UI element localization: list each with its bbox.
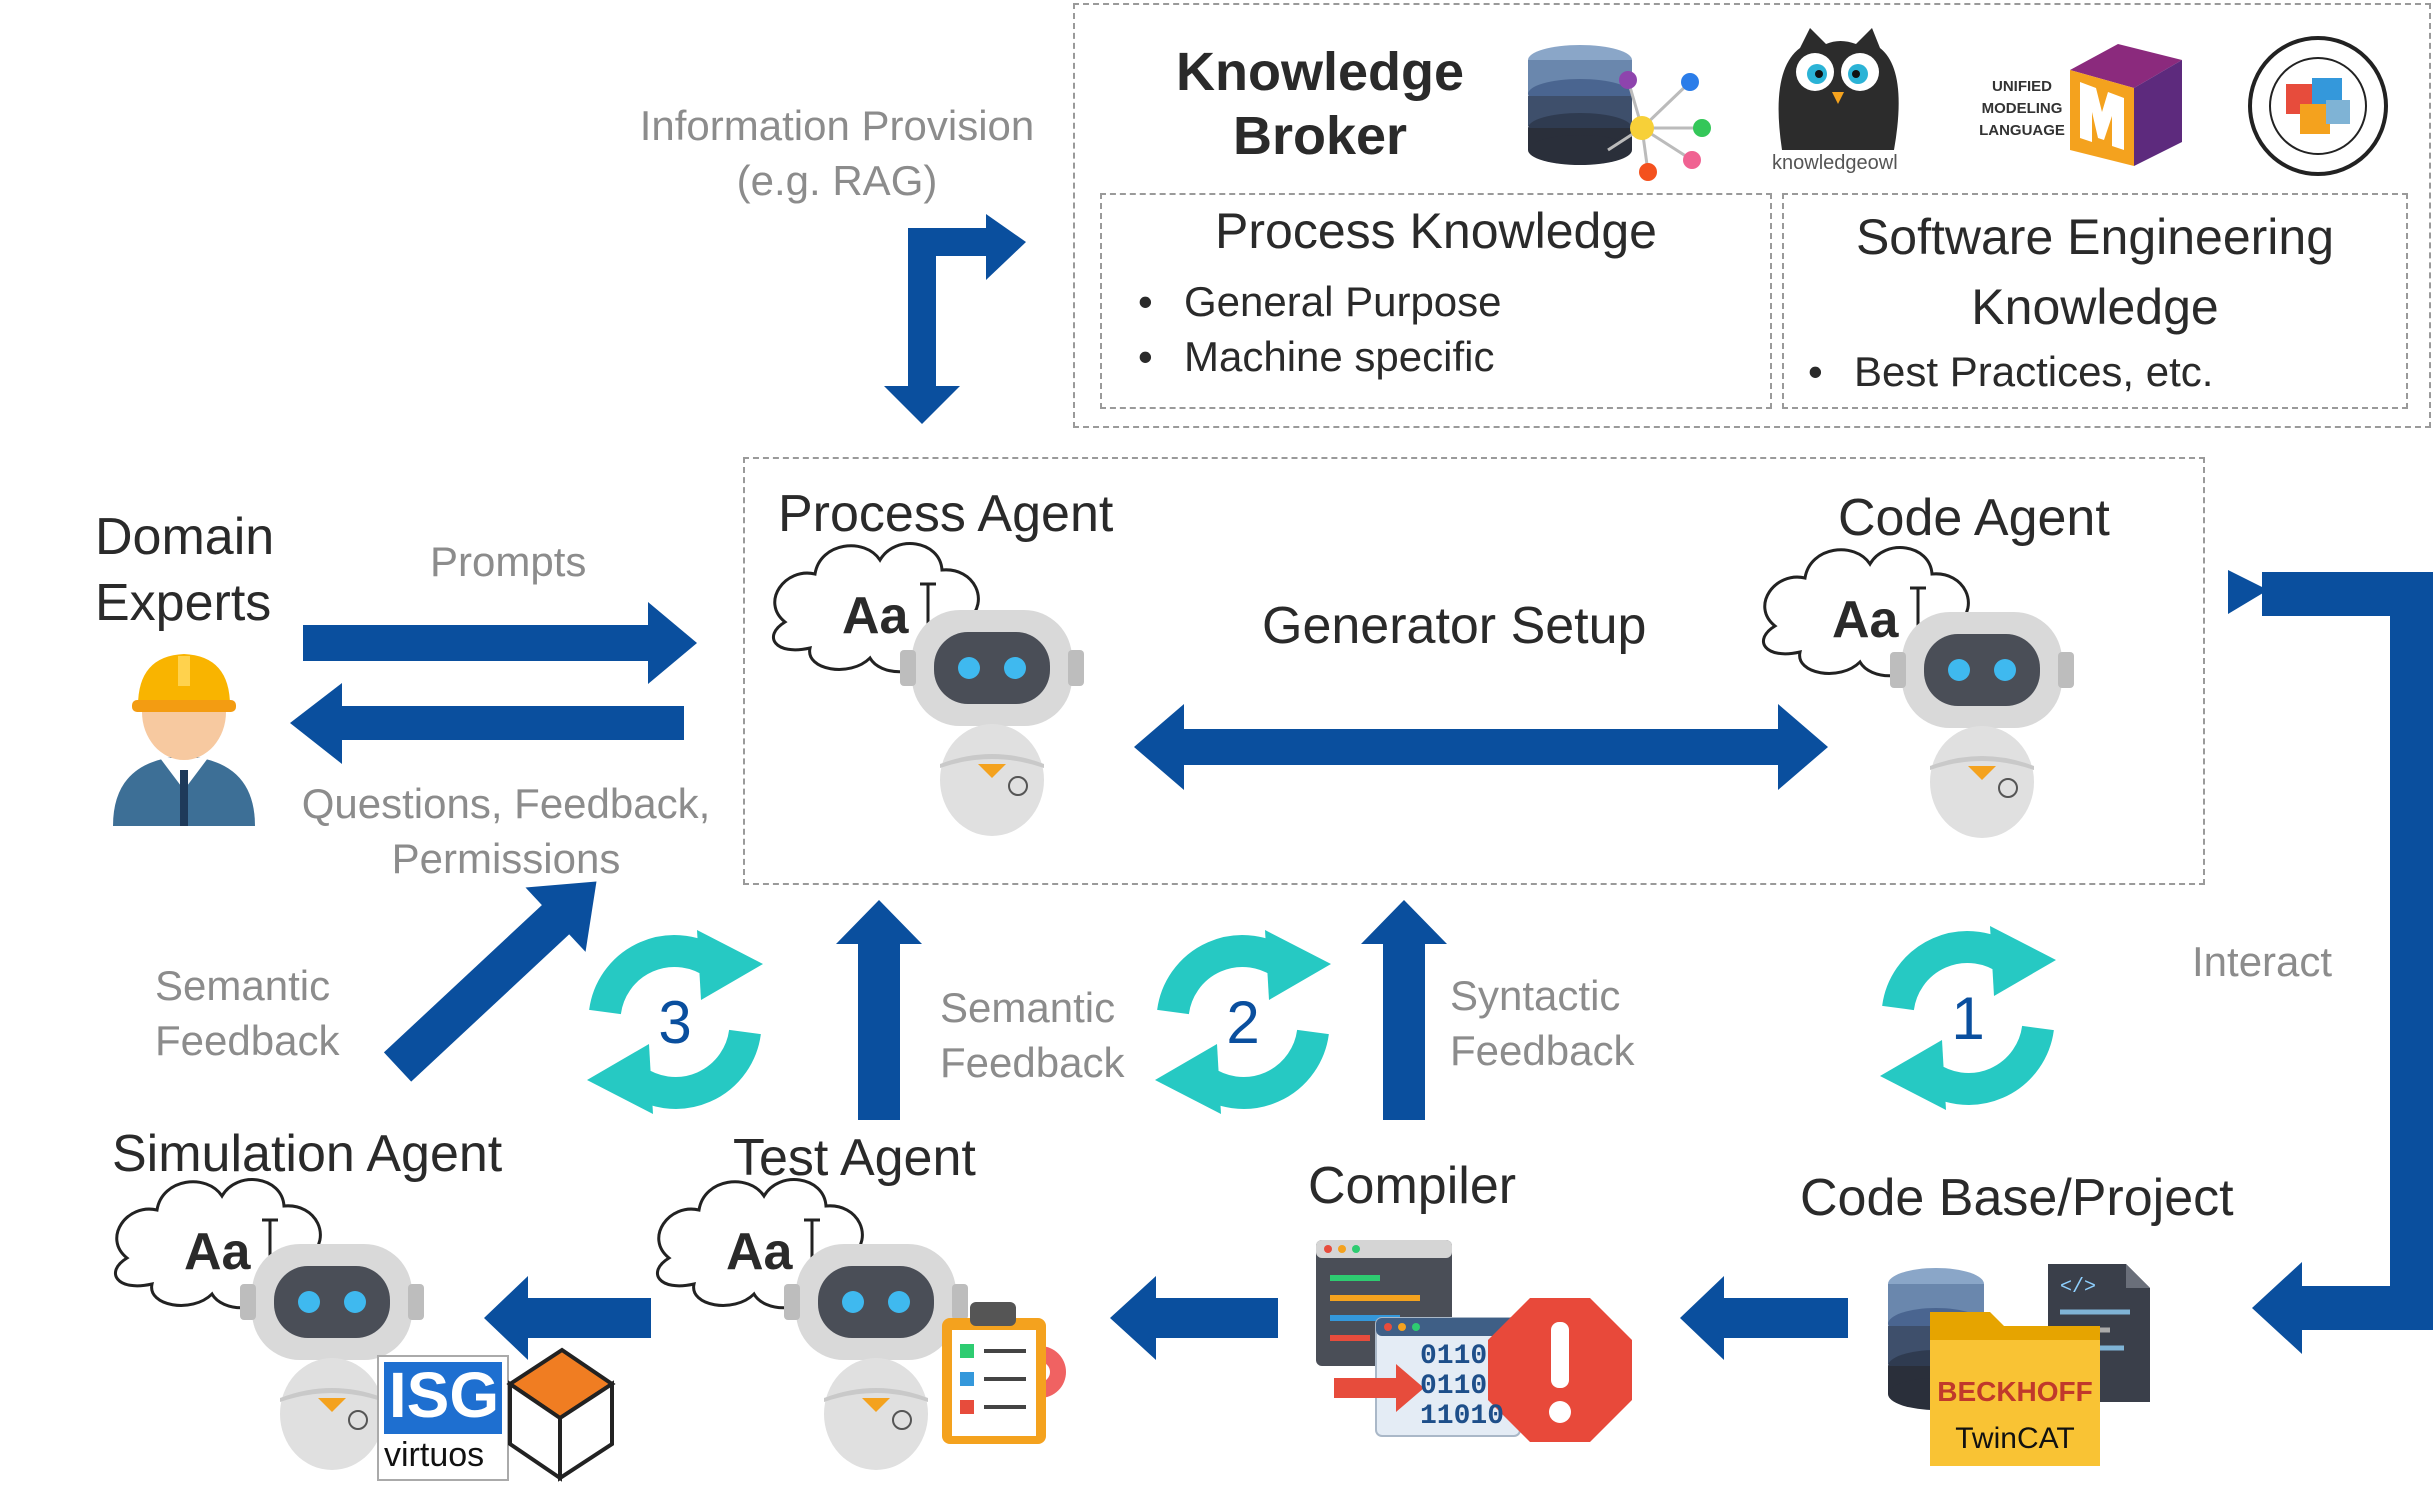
loop-number-3: 3 xyxy=(658,989,692,1056)
prompts-label: Prompts xyxy=(430,538,587,585)
error-stop-icon xyxy=(1488,1298,1632,1442)
process-agent-label: Process Agent xyxy=(778,485,1114,543)
knowledge-broker-title-line2: Broker xyxy=(1232,106,1408,166)
cycle-icon-1 xyxy=(1880,926,2056,1110)
generator-double-arrow xyxy=(1134,704,1828,790)
knowledgeowl-icon xyxy=(1778,28,1899,150)
uml-logo-icon xyxy=(2070,44,2182,166)
test-up-arrow xyxy=(836,900,922,1120)
info-provision-label: Information Provision (e.g. RAG) xyxy=(612,98,1062,208)
syntactic-line2: Feedback xyxy=(1450,1027,1635,1074)
test-agent-robot-icon xyxy=(655,1178,969,1471)
process-agent-thought-text: Aa xyxy=(842,587,909,645)
knowledge-broker-title-line1: Knowledge xyxy=(1175,42,1464,102)
questions-line1: Questions, Feedback, xyxy=(301,780,711,827)
process-agent-robot-icon xyxy=(771,542,1085,837)
domain-experts-label: Domain Experts xyxy=(95,504,274,636)
info-provision-arrow xyxy=(884,214,1026,424)
se-knowledge-title-line1: Software Engineering xyxy=(1855,209,2335,265)
svg-text:</>: </> xyxy=(2060,1276,2096,1299)
info-provision-line2: (e.g. RAG) xyxy=(736,157,938,204)
codebase-to-compiler-arrow xyxy=(1680,1276,1848,1360)
semantic-feedback-left-label: Semantic Feedback xyxy=(155,958,339,1068)
info-provision-line1: Information Provision xyxy=(639,102,1035,149)
compiler-label: Compiler xyxy=(1308,1157,1517,1215)
simulation-agent-thought-text: Aa xyxy=(184,1223,251,1281)
isg-logo-text: ISG xyxy=(388,1359,500,1431)
beckhoff-logo-text: BECKHOFF xyxy=(1937,1376,2093,1407)
folder-icon xyxy=(1930,1312,2100,1466)
knowledgeowl-label: knowledgeowl xyxy=(1772,152,1898,174)
se-knowledge-title: Software Engineering Knowledge xyxy=(1782,202,2408,342)
se-knowledge-list: Best Practices, etc. xyxy=(1790,344,2213,399)
semantic-mid-line2: Feedback xyxy=(940,1039,1125,1086)
process-knowledge-item: General Purpose xyxy=(1120,274,1502,329)
se-knowledge-title-line2: Knowledge xyxy=(1971,279,2219,335)
generator-setup-box xyxy=(743,457,2205,885)
questions-arrow xyxy=(290,683,684,764)
omg-certification-icon xyxy=(2248,36,2388,176)
code-base-label: Code Base/Project xyxy=(1800,1169,2234,1227)
code-agent-label: Code Agent xyxy=(1838,489,2110,547)
compiler-to-test-arrow xyxy=(1110,1276,1278,1360)
loop-number-1: 1 xyxy=(1951,985,1985,1052)
test-agent-label: Test Agent xyxy=(733,1129,976,1187)
uml-label-line3: LANGUAGE xyxy=(1979,122,2065,139)
interact-label: Interact xyxy=(2192,938,2333,985)
binary-line1: 0110 xyxy=(1420,1341,1488,1372)
checklist-clipboard-icon xyxy=(942,1302,1066,1444)
semantic-left-line2: Feedback xyxy=(155,1017,340,1064)
domain-expert-icon xyxy=(113,654,255,826)
uml-label-line1: UNIFIED xyxy=(1992,78,2052,95)
process-knowledge-title: Process Knowledge xyxy=(1215,203,1657,259)
binary-text: 0110 0110 11010 xyxy=(1420,1342,1504,1432)
cycle-icon-2 xyxy=(1155,930,1331,1114)
se-knowledge-item: Best Practices, etc. xyxy=(1790,344,2213,399)
code-agent-thought-text: Aa xyxy=(1832,591,1899,649)
test-agent-thought-text: Aa xyxy=(726,1223,793,1281)
uml-label-line2: MODELING xyxy=(1981,100,2063,117)
semantic-feedback-mid-label: Semantic Feedback xyxy=(940,980,1124,1090)
interact-arrow xyxy=(2228,570,2433,1354)
se-knowledge-box xyxy=(1782,193,2408,409)
process-knowledge-item: Machine specific xyxy=(1120,329,1502,384)
virtuos-logo-text: virtuos xyxy=(384,1436,485,1474)
questions-feedback-label: Questions, Feedback, Permissions xyxy=(276,776,736,886)
test-to-simulation-arrow xyxy=(484,1276,651,1360)
process-knowledge-box xyxy=(1100,193,1772,409)
domain-experts-line2: Experts xyxy=(95,574,272,632)
knowledge-broker-title: Knowledge Broker xyxy=(1150,40,1490,168)
isg-virtuos-logo-icon xyxy=(377,1347,616,1482)
database-network-icon xyxy=(1528,45,1711,181)
twincat-logo-text: TwinCAT xyxy=(1955,1422,2075,1455)
syntactic-line1: Syntactic xyxy=(1450,972,1621,1019)
process-knowledge-list: General Purpose Machine specific xyxy=(1120,274,1502,384)
semantic-mid-line1: Semantic xyxy=(940,984,1116,1031)
loop-number-2: 2 xyxy=(1226,989,1260,1056)
binary-line2: 0110 xyxy=(1420,1371,1488,1402)
compiler-up-arrow xyxy=(1361,900,1447,1120)
code-agent-robot-icon xyxy=(1761,546,2075,839)
syntactic-feedback-label: Syntactic Feedback xyxy=(1450,968,1634,1078)
simulation-agent-label: Simulation Agent xyxy=(112,1125,503,1183)
generator-setup-label: Generator Setup xyxy=(1262,597,1647,655)
semantic-left-line1: Semantic xyxy=(155,962,331,1009)
questions-line2: Permissions xyxy=(391,835,621,882)
uml-label: UNIFIED MODELING LANGUAGE xyxy=(1972,76,2072,142)
prompts-arrow xyxy=(303,602,697,684)
compiler-binary-window-icon xyxy=(1334,1317,1521,1437)
cycle-icon-3 xyxy=(587,930,763,1114)
binary-line3: 11010 xyxy=(1420,1401,1505,1432)
knowledge-broker-box xyxy=(1073,3,2431,428)
domain-experts-line1: Domain xyxy=(95,508,275,566)
simulation-diagonal-arrow xyxy=(383,881,597,1082)
